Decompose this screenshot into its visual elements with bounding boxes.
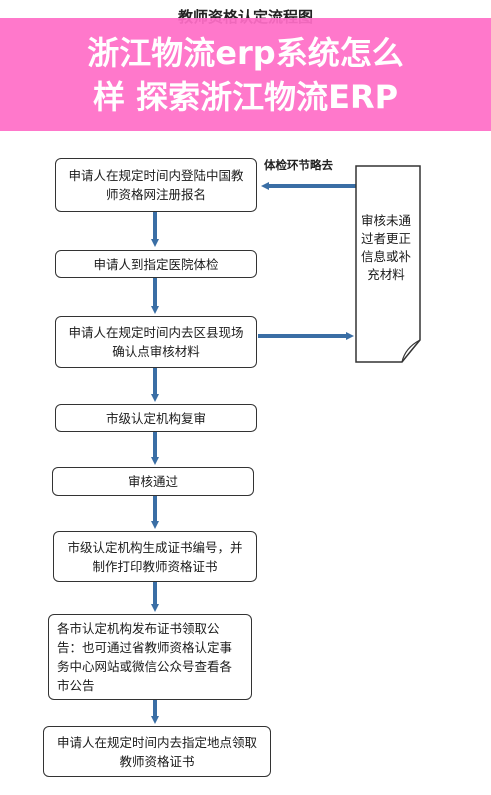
side-label: 体检环节略去 [264,158,333,172]
step-city-recheck: 市级认定机构复审 [55,404,257,432]
overlay-banner: 浙江物流erp系统怎么 样 探索浙江物流ERP [0,18,491,131]
step-register: 申请人在规定时间内登陆中国教师资格网注册报名 [55,158,257,212]
banner-headline-line1: 浙江物流erp系统怎么 [87,34,404,72]
side-note-text: 审核未通过者更正信息或补充材料 [360,213,411,282]
step-certificate-number: 市级认定机构生成证书编号，并制作打印教师资格证书 [53,531,257,582]
step-announcement: 各市认定机构发布证书领取公告：也可通过省教师资格认定事务中心网站或微信公众号查看… [48,614,252,700]
banner-headline-line2: 样 探索浙江物流ERP [92,78,399,116]
step-approved: 审核通过 [52,467,254,496]
step-health-check: 申请人到指定医院体检 [55,250,257,278]
step-collect-certificate: 申请人在规定时间内去指定地点领取教师资格证书 [43,726,271,777]
step-onsite-review: 申请人在规定时间内去区县现场确认点审核材料 [55,316,257,368]
